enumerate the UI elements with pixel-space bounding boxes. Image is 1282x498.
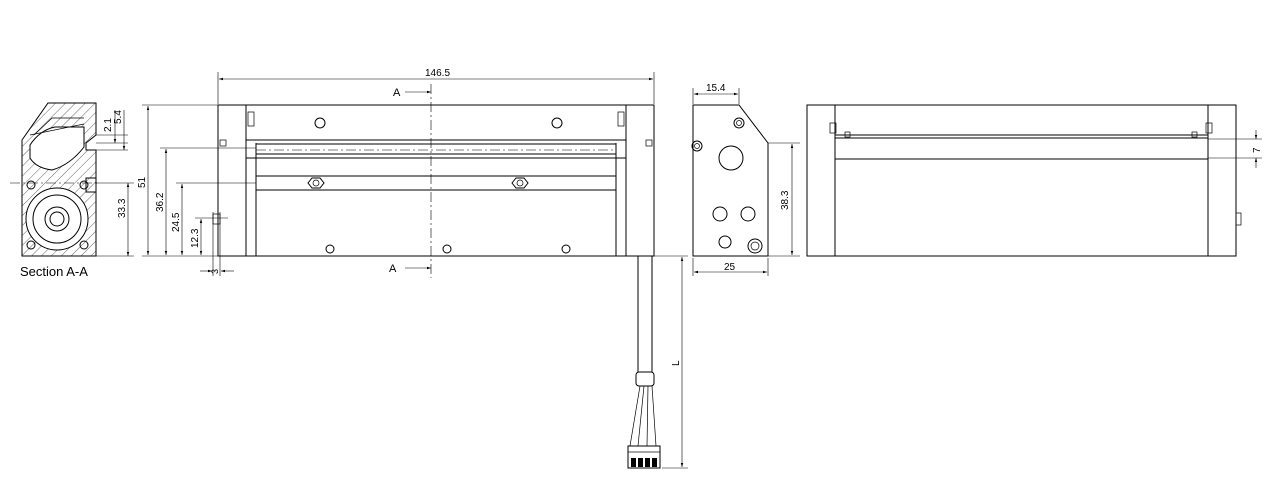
cable-sleeve <box>635 371 655 387</box>
section-label: Section A-A <box>20 264 88 279</box>
dim-height-12-3: 12.3 <box>190 228 201 248</box>
side-body <box>692 104 769 257</box>
dim-side-38-3: 38.3 <box>780 190 791 210</box>
section-marker-top: A <box>393 87 401 99</box>
front-view: A A 146.5 51 36.2 24.5 12.3 3 <box>137 68 688 469</box>
rear-view: 7 <box>806 104 1263 257</box>
dim-side-25: 25 <box>724 262 736 273</box>
section-marker-bottom: A <box>389 263 397 275</box>
dim-2-1: 2.1 <box>103 118 114 132</box>
roller-outer <box>32 194 82 244</box>
dim-overall-length: 146.5 <box>425 68 450 79</box>
dim-5-4: 5.4 <box>113 110 124 124</box>
front-body <box>217 104 655 257</box>
rear-body <box>806 104 1237 257</box>
dim-height-24-5: 24.5 <box>171 212 182 232</box>
dim-height-51: 51 <box>137 176 148 188</box>
dim-height-36-2: 36.2 <box>155 192 166 212</box>
dim-right-7: 7 <box>1252 147 1263 153</box>
dim-side-15-4: 15.4 <box>706 83 726 94</box>
roller-core <box>44 206 70 232</box>
section-view: 2.1 5.4 33.3 Section A-A <box>10 102 134 279</box>
motor-shaft <box>718 145 744 171</box>
side-view: 15.4 38.3 25 <box>691 83 800 276</box>
dim-cable-length: L <box>671 360 682 366</box>
dim-33-3: 33.3 <box>117 198 128 218</box>
dim-small-3: 3 <box>210 269 220 274</box>
